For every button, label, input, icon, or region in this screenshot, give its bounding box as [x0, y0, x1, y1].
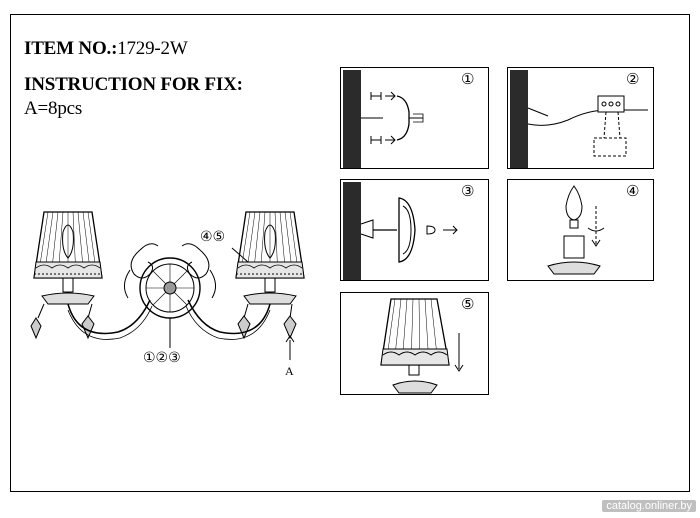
- crystal-quantity: A=8pcs: [24, 98, 83, 119]
- step-4-number: ④: [626, 182, 640, 200]
- drawing-frame: [10, 14, 690, 492]
- step-2-number: ②: [626, 70, 640, 88]
- step-1-diagram: [343, 70, 424, 168]
- item-number-heading: ITEM NO.:1729-2W: [24, 38, 188, 59]
- shade-steps-label: ④⑤: [200, 229, 226, 245]
- watermark: catalog.onliner.by: [602, 500, 696, 512]
- step-2-panel: ②: [507, 67, 654, 169]
- step-2-diagram: [510, 70, 648, 168]
- step-1-panel: ①: [340, 67, 489, 169]
- step-3-diagram: [343, 182, 458, 280]
- step-4-diagram: [547, 185, 605, 275]
- step-5-number: ⑤: [461, 295, 475, 313]
- instruction-heading: INSTRUCTION FOR FIX:: [24, 74, 243, 95]
- step-1-number: ①: [461, 70, 475, 88]
- item-number: 1729-2W: [117, 38, 188, 59]
- mount-steps-label: ①②③: [143, 350, 181, 366]
- step-5-panel: ⑤: [340, 292, 489, 395]
- crystal-label: A: [285, 364, 294, 378]
- step-5-diagram: [380, 298, 464, 394]
- step-4-panel: ④: [507, 179, 654, 281]
- step-3-panel: ③: [340, 179, 489, 281]
- step-3-number: ③: [461, 182, 475, 200]
